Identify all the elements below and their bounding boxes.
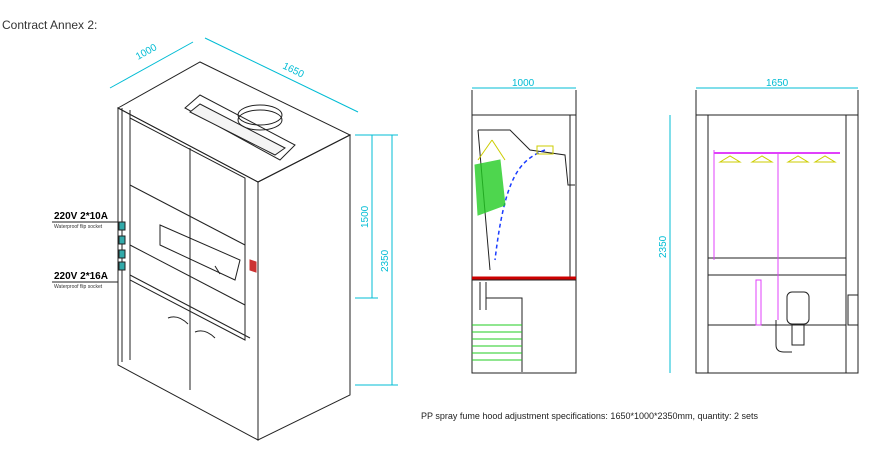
iso-mid-height-dimension: 1500 [360,205,371,228]
iso-width-dimension: 1650 [281,61,306,81]
iso-depth-dimension: 1000 [134,42,159,63]
front-height-dimension: 2350 [658,235,669,258]
front-width-dimension: 1650 [766,78,789,89]
side-depth-dimension: 1000 [512,78,535,89]
specification-caption: PP spray fume hood adjustment specificat… [421,411,759,421]
side-view [471,87,577,374]
iso-total-height-dimension: 2350 [380,249,391,272]
socket-bottom-label: 220V 2*16A [54,271,108,282]
socket-top-label: 220V 2*10A [54,211,108,222]
page-title: Contract Annex 2: [2,18,98,32]
socket-top-sub: Waterproof flip socket [54,224,103,230]
front-view [669,87,859,374]
isometric-view [52,37,398,441]
socket-bottom-sub: Waterproof flip socket [54,284,103,290]
